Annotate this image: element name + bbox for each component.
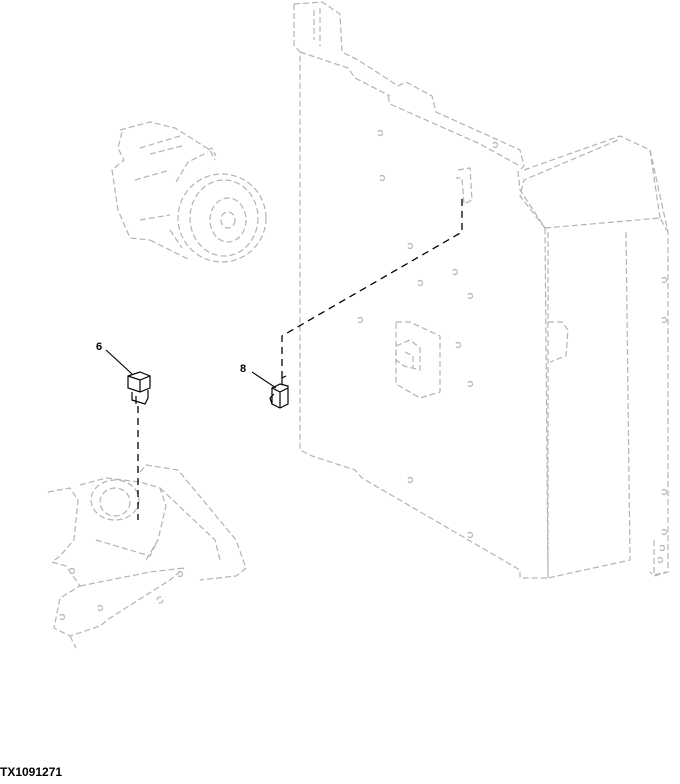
leader-6 <box>105 349 133 375</box>
figure-id-label: TX1091271 <box>0 765 63 779</box>
assembly-dash-lines <box>137 198 463 520</box>
part-8-sensor <box>269 375 289 409</box>
leader-8 <box>251 371 277 389</box>
callout-8: 8 <box>240 363 247 375</box>
blower-assembly <box>47 464 247 649</box>
housing-box <box>519 135 669 579</box>
callout-6: 6 <box>96 341 103 353</box>
part-6-switch <box>127 371 151 405</box>
callout-leaders <box>105 349 277 389</box>
compressor <box>111 121 267 263</box>
mounting-panel <box>293 1 549 579</box>
dash-line-part-8 <box>281 198 463 378</box>
